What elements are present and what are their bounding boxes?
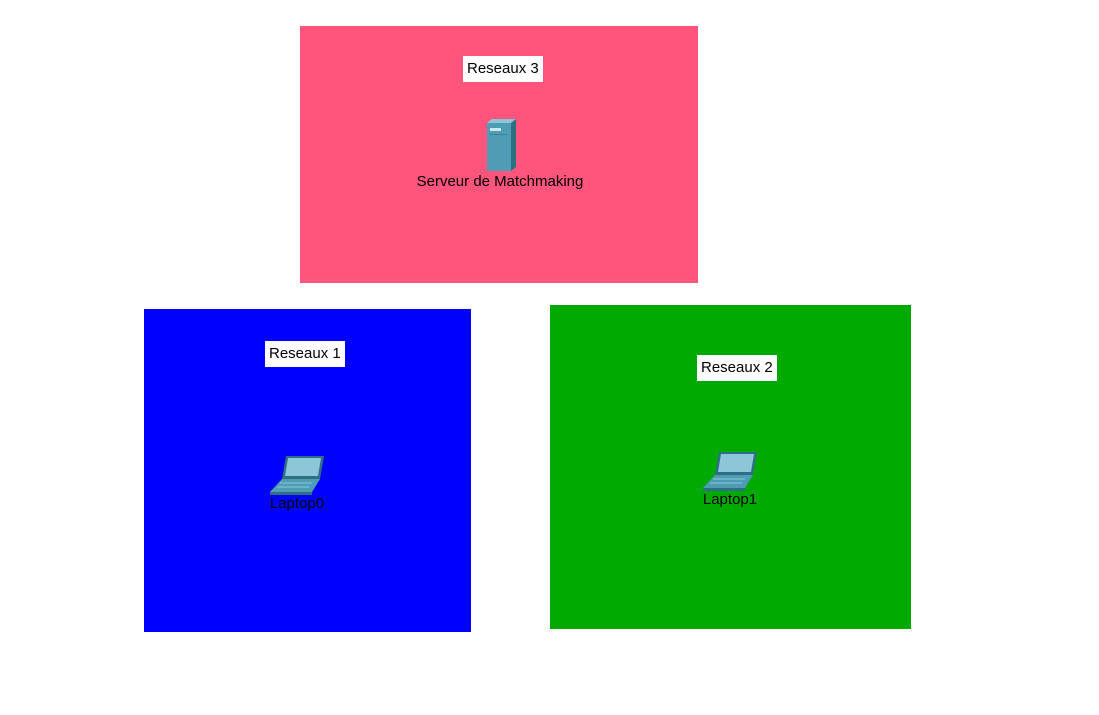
zone-label-reseaux-3: Reseaux 3	[463, 56, 543, 82]
laptop-icon	[703, 452, 757, 491]
device-laptop0[interactable]: Laptop0	[247, 455, 347, 513]
zone-label-reseaux-2: Reseaux 2	[697, 355, 777, 381]
device-server-matchmaking[interactable]: Serveur de Matchmaking	[400, 119, 600, 191]
device-name-server: Serveur de Matchmaking	[416, 173, 584, 190]
network-zone-reseaux-2[interactable]: Reseaux 2 Laptop1	[550, 305, 911, 629]
device-name-laptop0: Laptop0	[269, 495, 325, 512]
server-icon	[487, 119, 516, 171]
network-zone-reseaux-3[interactable]: Reseaux 3 Serveur de Matchmaking	[300, 26, 698, 283]
device-name-laptop1: Laptop1	[702, 491, 758, 508]
network-zone-reseaux-1[interactable]: Reseaux 1 Laptop0	[144, 309, 471, 632]
zone-label-reseaux-1: Reseaux 1	[265, 341, 345, 367]
device-laptop1[interactable]: Laptop1	[680, 451, 780, 509]
laptop-icon	[270, 456, 324, 495]
